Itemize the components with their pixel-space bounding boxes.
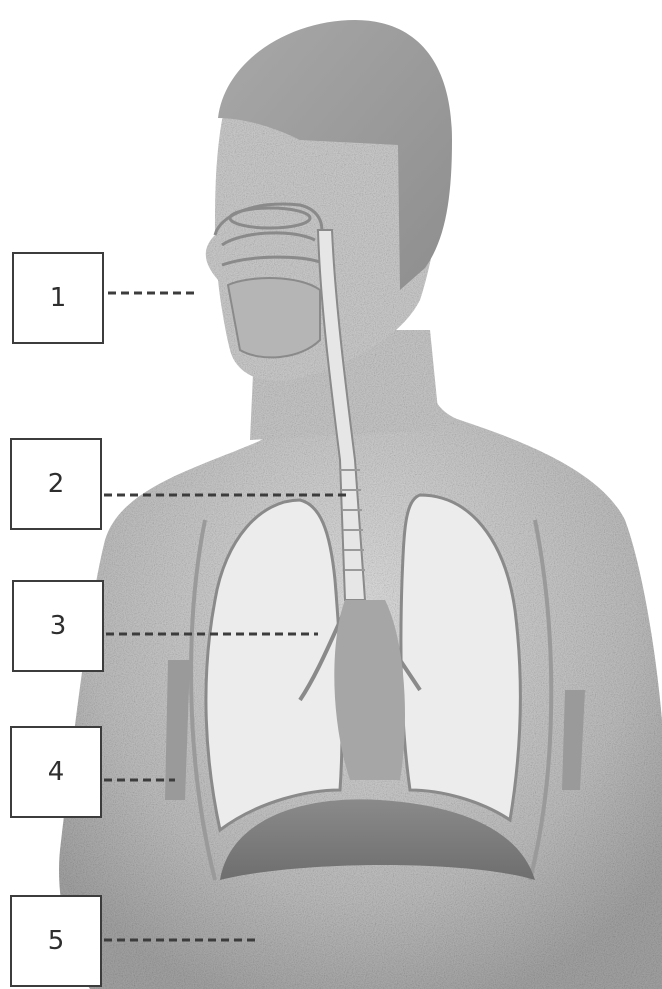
label-box-4[interactable]: 4 <box>10 726 102 818</box>
label-box-3[interactable]: 3 <box>12 580 104 672</box>
label-number-1: 1 <box>50 283 67 313</box>
mediastinum <box>334 600 405 780</box>
label-number-5: 5 <box>48 926 65 956</box>
label-box-1[interactable]: 1 <box>12 252 104 344</box>
mouth-cavity <box>228 278 320 357</box>
label-number-3: 3 <box>50 611 67 641</box>
label-number-4: 4 <box>48 757 65 787</box>
label-box-5[interactable]: 5 <box>10 895 102 987</box>
label-box-2[interactable]: 2 <box>10 438 102 530</box>
label-number-2: 2 <box>48 469 65 499</box>
